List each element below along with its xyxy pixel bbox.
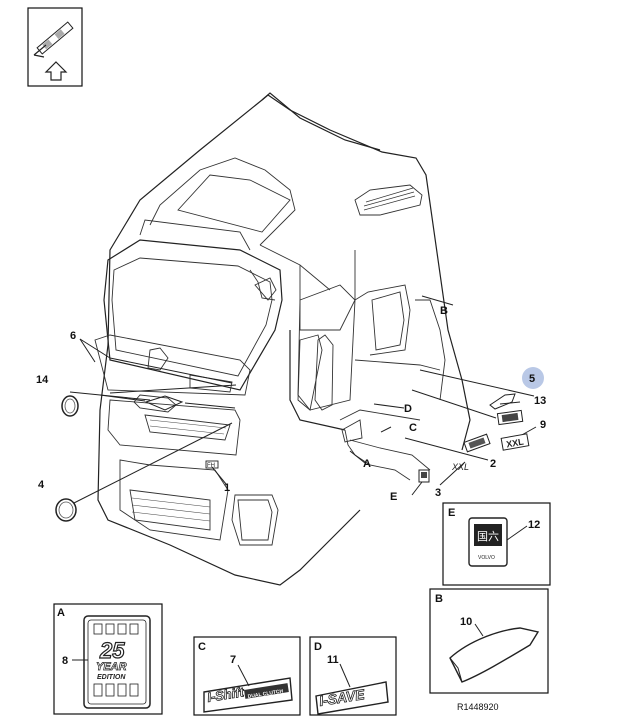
callout-2: 2 xyxy=(490,458,496,470)
detail-box-a: A 25 YEAR EDITION 8 xyxy=(53,603,163,715)
badge-ishift-sub: DUAL CLUTCH xyxy=(247,688,284,700)
small-badge-part-9: XXL xyxy=(500,433,530,451)
svg-text:FH: FH xyxy=(207,463,215,469)
emblem-14 xyxy=(61,395,79,417)
small-badge-part-3: XXL xyxy=(451,462,469,472)
small-badge-part-2 xyxy=(463,433,491,453)
callout-6: 6 xyxy=(70,330,76,342)
svg-text:XXL: XXL xyxy=(505,436,524,449)
detail-box-c: C I-Shift DUAL CLUTCH 7 xyxy=(193,636,301,716)
badge-ishift-main: I-Shift xyxy=(206,684,245,705)
figure-id: R1448920 xyxy=(457,702,499,712)
detail-d-label: D xyxy=(314,641,322,653)
detail-c-label: C xyxy=(198,641,206,653)
emission-badge-part-e xyxy=(418,469,430,483)
callout-9: 9 xyxy=(540,419,546,431)
detail-b-label: B xyxy=(435,593,443,605)
callout-11: 11 xyxy=(327,654,339,666)
callout-5: 5 xyxy=(529,373,535,385)
emission-text: 国六 xyxy=(477,530,499,543)
small-badge-part-5 xyxy=(489,393,516,410)
navigation-icon[interactable] xyxy=(27,7,83,87)
badge-year-word: YEAR xyxy=(96,661,127,673)
callout-3: 3 xyxy=(435,487,441,499)
callout-8: 8 xyxy=(62,655,68,667)
highlight-circle xyxy=(522,367,544,389)
callout-labels: 6 14 4 1 5 13 9 2 3 B D C A E xyxy=(36,305,546,503)
zone-e: E xyxy=(390,491,397,503)
detail-a-label: A xyxy=(57,607,65,619)
emblem-4 xyxy=(55,498,77,522)
small-badge-part-13 xyxy=(496,409,524,426)
zone-a: A xyxy=(363,458,371,470)
callout-4: 4 xyxy=(38,479,45,491)
detail-box-b: B 10 xyxy=(429,588,549,694)
up-arrow-icon xyxy=(44,61,68,81)
badge-isave: I-SAVE xyxy=(318,686,366,709)
zone-c: C xyxy=(409,422,417,434)
zone-b: B xyxy=(440,305,448,317)
callout-12: 12 xyxy=(528,519,540,531)
grille-badge-part-6 xyxy=(99,394,236,411)
callout-14: 14 xyxy=(36,374,49,386)
callout-1: 1 xyxy=(224,482,230,494)
zone-d: D xyxy=(404,403,412,415)
svg-text:XXL: XXL xyxy=(451,462,469,472)
truck-cab-drawing xyxy=(94,92,471,586)
badge-year-number: 25 xyxy=(99,638,125,663)
leader-lines xyxy=(69,295,537,506)
callout-13: 13 xyxy=(534,395,546,407)
small-badge-part-1: FH xyxy=(205,460,219,469)
callout-7: 7 xyxy=(230,654,236,666)
emission-brand: VOLVO xyxy=(478,555,495,561)
detail-box-e: E 国六 VOLVO 12 xyxy=(442,502,551,586)
badge-edition-word: EDITION xyxy=(97,674,126,681)
callout-10: 10 xyxy=(460,616,472,628)
detail-box-d: D I-SAVE 11 xyxy=(309,636,397,716)
detail-e-label: E xyxy=(448,507,455,519)
